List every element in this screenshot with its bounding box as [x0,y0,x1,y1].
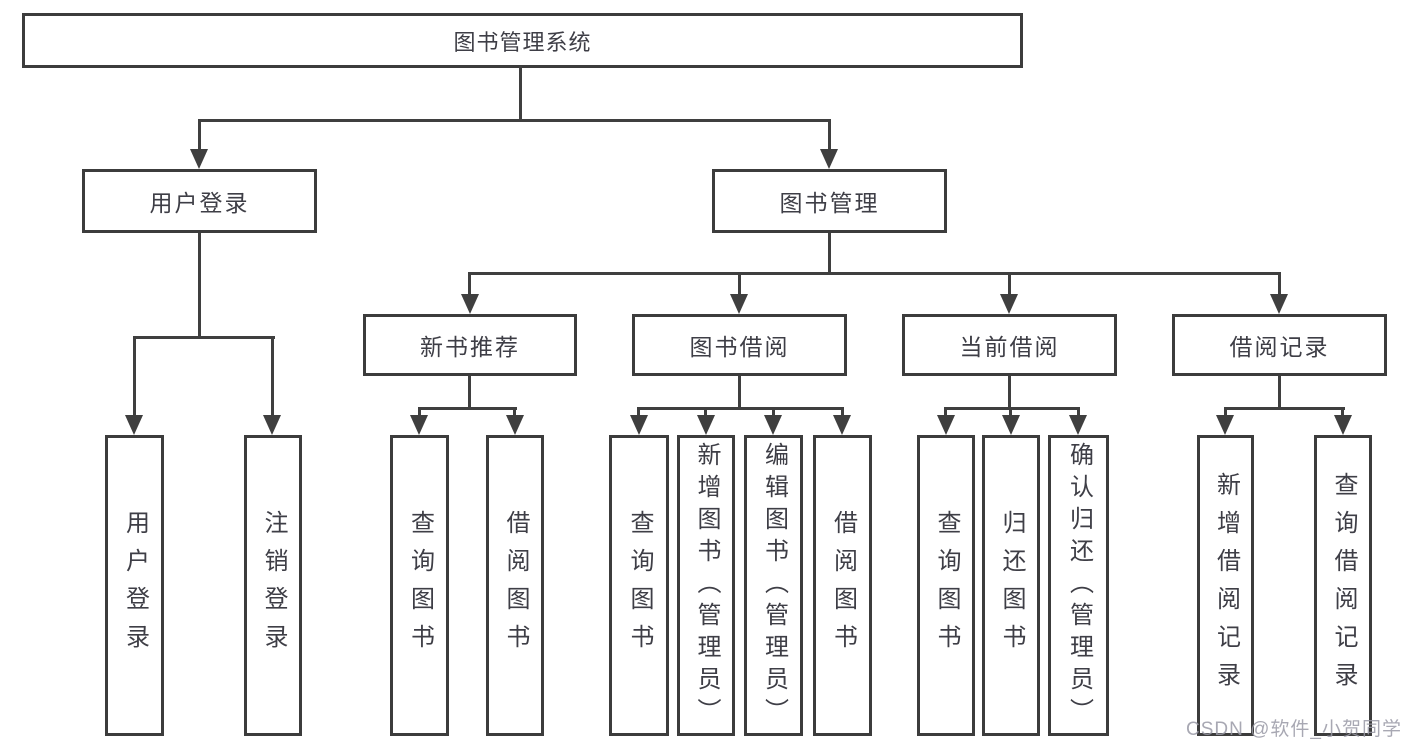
connector-line [133,336,275,339]
arrowhead-down [1216,415,1234,435]
connector-line [738,376,741,409]
connector-line [944,407,947,417]
connector-line [1077,407,1080,417]
leaf-add-borrow-record: 新增借阅记录 [1197,435,1254,736]
leaf-confirm-return-admin: 确认归还（管理员） [1048,435,1109,736]
arrowhead-down [410,415,428,435]
arrowhead-down [764,415,782,435]
connector-line [1278,376,1281,409]
arrowhead-down [937,415,955,435]
arrowhead-down [1069,415,1087,435]
connector-line [198,119,831,122]
leaf-query-books-recommend: 查询图书 [390,435,449,736]
arrowhead-down [461,294,479,314]
leaf-borrow-books: 借阅图书 [813,435,872,736]
connector-line [1224,407,1227,417]
leaf-edit-book-admin: 编辑图书（管理员） [744,435,803,736]
arrowhead-down [697,415,715,435]
arrowhead-down [1270,294,1288,314]
node-root: 图书管理系统 [22,13,1023,68]
connector-line [468,272,1281,275]
connector-line [637,407,640,417]
leaf-query-books-current: 查询图书 [917,435,975,736]
connector-line [198,119,201,151]
arrowhead-down [833,415,851,435]
arrowhead-down [630,415,648,435]
node-user-login: 用户登录 [82,169,317,233]
arrowhead-down [190,149,208,169]
connector-line [513,407,516,417]
node-book-borrow: 图书借阅 [632,314,847,376]
connector-line [637,407,844,410]
csdn-watermark: CSDN @软件_小贺同学 [1186,719,1402,740]
connector-line [1008,272,1011,296]
arrowhead-down [1334,415,1352,435]
connector-line [1009,407,1012,417]
node-borrow-records: 借阅记录 [1172,314,1387,376]
arrowhead-down [1000,294,1018,314]
connector-line [1224,407,1345,410]
connector-line [418,407,517,410]
arrowhead-down [263,415,281,435]
leaf-borrow-books-recommend: 借阅图书 [486,435,544,736]
arrowhead-down [1002,415,1020,435]
arrowhead-down [820,149,838,169]
connector-line [1278,272,1281,296]
connector-line [1341,407,1344,417]
node-current-borrow: 当前借阅 [902,314,1117,376]
connector-line [271,336,274,417]
leaf-query-books-borrow: 查询图书 [609,435,669,736]
connector-line [944,407,1080,410]
connector-line [198,233,201,338]
node-new-book-recommend: 新书推荐 [363,314,577,376]
arrowhead-down [730,294,748,314]
leaf-user-login: 用户登录 [105,435,164,736]
connector-line [468,376,471,409]
connector-line [828,233,831,275]
connector-line [468,272,471,296]
connector-line [738,272,741,296]
connector-line [704,407,707,417]
connector-line [133,336,136,417]
connector-line [418,407,421,417]
leaf-add-book-admin: 新增图书（管理员） [677,435,735,736]
arrowhead-down [506,415,524,435]
connector-line [1008,376,1011,409]
leaf-logout: 注销登录 [244,435,302,736]
connector-line [772,407,775,417]
connector-line [841,407,844,417]
connector-line [828,119,831,151]
leaf-query-borrow-record: 查询借阅记录 [1314,435,1372,736]
node-book-management: 图书管理 [712,169,947,233]
arrowhead-down [125,415,143,435]
connector-line [519,66,522,119]
leaf-return-book: 归还图书 [982,435,1040,736]
